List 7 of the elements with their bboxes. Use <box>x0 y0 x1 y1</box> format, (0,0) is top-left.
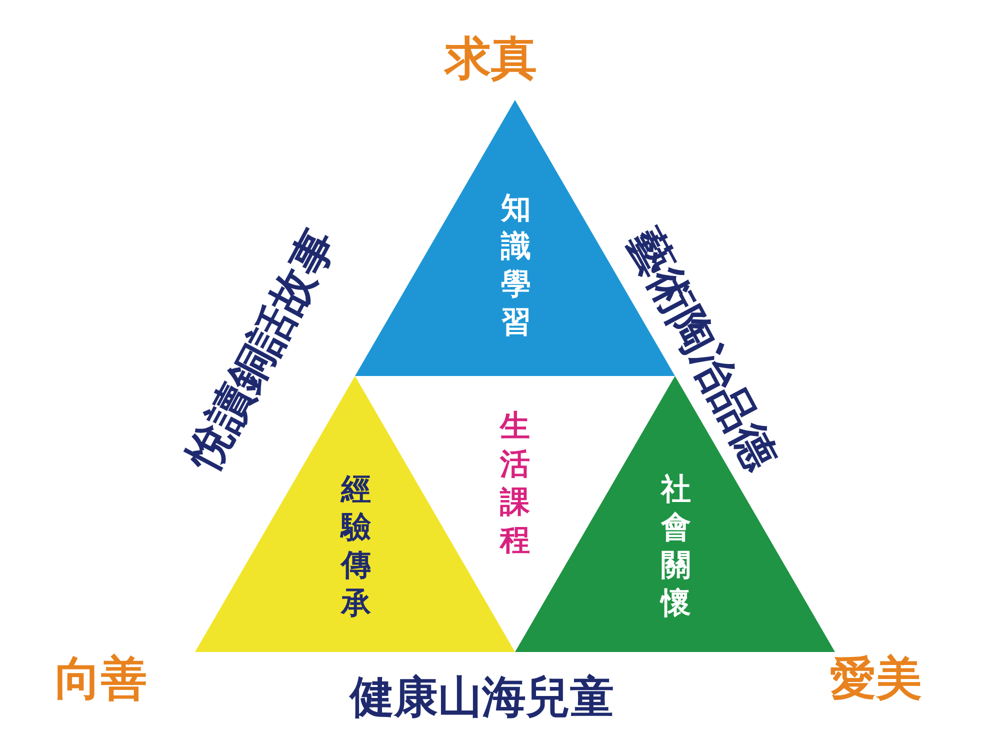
corner-label: 求真 <box>445 30 537 87</box>
triangle-label: 社會關懷 <box>660 471 692 623</box>
base-label: 健康山海兒童 <box>350 671 614 725</box>
corner-label: 向善 <box>55 650 147 707</box>
corner-label: 愛美 <box>830 650 922 707</box>
triangle-label: 知識學習 <box>500 190 532 342</box>
center-label: 生活課程 <box>499 408 531 560</box>
